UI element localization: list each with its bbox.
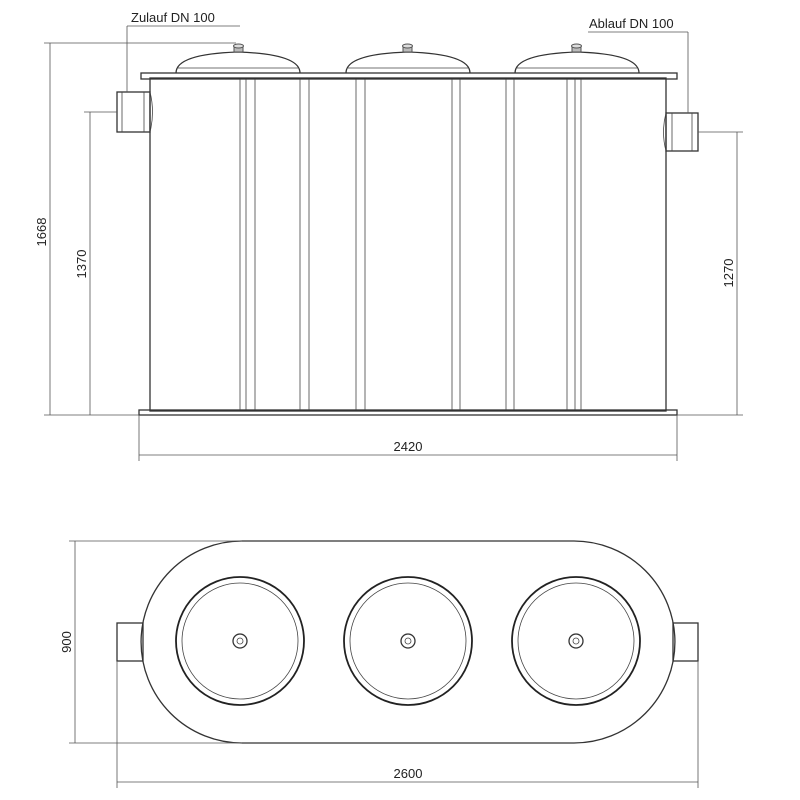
inlet-stub-top: [116, 622, 144, 662]
dim-top-width: [69, 540, 242, 744]
lid-top-1: [175, 576, 305, 706]
lid-side-3: [514, 43, 640, 74]
lid-side-2: [345, 43, 471, 74]
dim-outlet-height: [677, 131, 743, 416]
dim-total-height: [44, 42, 236, 416]
outlet-stub-top: [672, 622, 699, 662]
outlet-pipe: [588, 31, 699, 152]
dim-outlet-height-label: 1270: [721, 259, 736, 288]
dim-total-height-label: 1668: [34, 218, 49, 247]
tank-body-side: [138, 72, 678, 416]
lid-top-3: [511, 576, 641, 706]
dim-top-length: [116, 661, 699, 788]
dim-top-length-label: 2600: [394, 766, 423, 781]
dim-top-width-label: 900: [59, 631, 74, 653]
dim-side-length: [138, 415, 678, 461]
dim-side-length-label: 2420: [394, 439, 423, 454]
lid-side-1: [175, 43, 301, 74]
dim-inlet-height-label: 1370: [74, 250, 89, 279]
inlet-label: Zulauf DN 100: [131, 10, 215, 25]
tank-body-top: [140, 540, 676, 744]
top-view: 900 2600: [59, 540, 699, 788]
side-view: Zulauf DN 100 Ablauf DN 100 1668 1370: [34, 10, 743, 461]
lid-top-2: [343, 576, 473, 706]
outlet-label: Ablauf DN 100: [589, 16, 674, 31]
dim-inlet-height: [84, 111, 117, 415]
